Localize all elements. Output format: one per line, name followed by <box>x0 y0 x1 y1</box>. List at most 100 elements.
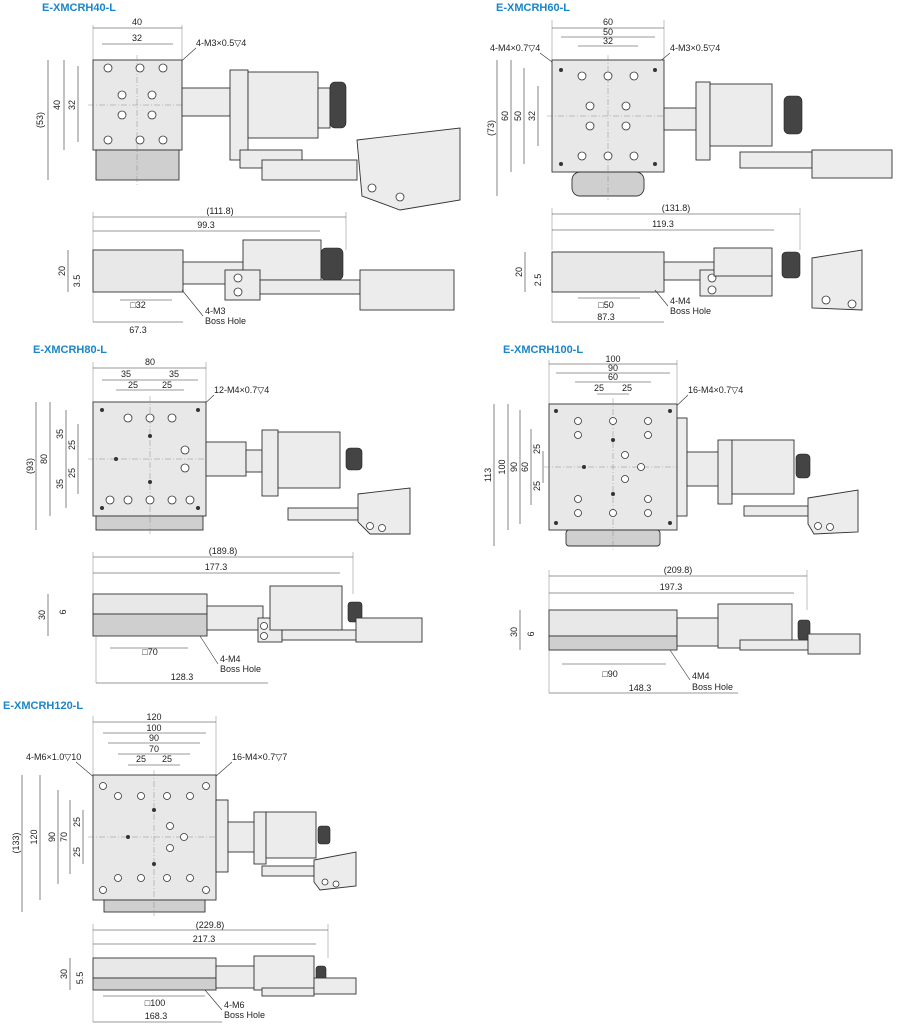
stage-base <box>95 515 204 531</box>
dim-pitch-90: 90 <box>47 832 57 842</box>
knob <box>329 81 347 129</box>
dim-body-height: 80 <box>39 454 49 464</box>
callout-holes-m4: 16-M4×0.7▽7 <box>232 752 287 762</box>
dim-top-pitch-outer: 50 <box>603 27 613 37</box>
dim-base-height: 3.5 <box>72 275 82 288</box>
boss-callout-label: Boss Hole <box>205 316 246 326</box>
side-table <box>92 249 184 293</box>
top-view-xmcrh60: 60 50 32 4-M4×0.7▽4 4-M3×0.5▽4 (73) 60 5… <box>486 17 893 200</box>
callout-holes: 16-M4×0.7▽4 <box>688 385 743 395</box>
title-xmcrh100: E-XMCRH100-L <box>503 344 583 356</box>
dim-pitch-25-left: 25 <box>594 383 604 393</box>
top-view-xmcrh120: 120 100 90 70 25 25 4-M6×1.0▽10 16-M4×0.… <box>11 712 357 916</box>
dim-overall-height: (73) <box>486 120 496 136</box>
dim-pitch-70: 70 <box>59 832 69 842</box>
dim-pitch-50: 50 <box>513 111 523 121</box>
callout-holes-m6: 4-M6×1.0▽10 <box>26 752 81 762</box>
callout-holes-m3: 4-M3×0.5▽4 <box>670 43 720 53</box>
dim-overall-length: (229.8) <box>196 920 225 930</box>
dim-base-height: 5.5 <box>75 972 85 985</box>
drawing-xmcrh100: E-XMCRH100-L 100 90 60 25 25 16-M4×0.7▽4… <box>483 344 861 694</box>
top-view-xmcrh80: 80 35 35 25 25 12-M4×0.7▽4 (93) 80 35 35… <box>25 357 411 535</box>
dim-pitch-70: 70 <box>149 744 159 754</box>
dim-pitch-25-bottom: 25 <box>532 481 542 491</box>
dim-bottom: 87.3 <box>597 312 615 322</box>
drawing-xmcrh120: E-XMCRH120-L 120 100 90 70 25 25 4-M6×1.… <box>3 700 357 1023</box>
callout-holes: 4-M3×0.5▽4 <box>196 38 246 48</box>
dim-overall-length: (131.8) <box>662 203 691 213</box>
dim-body-height: 120 <box>29 829 39 844</box>
dim-length: 197.3 <box>660 582 683 592</box>
dim-top-width: 100 <box>605 354 620 364</box>
boss-callout: 4M4 <box>692 671 710 681</box>
dim-top-width: 120 <box>146 712 161 722</box>
dim-length: 119.3 <box>652 219 674 229</box>
dim-length: 99.3 <box>197 220 215 230</box>
dim-pitch-25-top: 25 <box>532 444 542 454</box>
drawing-xmcrh80: E-XMCRH80-L 80 35 35 25 25 12-M4×0.7▽4 (… <box>25 344 423 684</box>
dim-top-pitch-inner: 32 <box>603 36 613 46</box>
dim-bottom: 168.3 <box>145 1011 168 1021</box>
side-connector <box>359 269 455 311</box>
side-view-xmcrh120: (229.8) 217.3 30 5.5 □100 4-M6 Boss Hole… <box>59 920 357 1023</box>
dim-pitch-25-top: 25 <box>67 440 77 450</box>
dim-base-height: 6 <box>58 609 68 614</box>
dim-pitch-35-left: 35 <box>121 369 131 379</box>
side-connector <box>807 633 861 655</box>
boss-callout-label: Boss Hole <box>220 664 261 674</box>
dim-pitch-35-top: 35 <box>55 429 65 439</box>
dim-base-height: 2.5 <box>533 274 543 287</box>
dim-square: □32 <box>130 300 145 310</box>
dim-pitch-25-bottom: 25 <box>67 468 77 478</box>
dim-square: □50 <box>598 300 613 310</box>
side-table <box>551 251 665 293</box>
boss-callout: 4-M3 <box>205 306 226 316</box>
dim-pitch-90: 90 <box>509 462 519 472</box>
stage-table <box>92 774 217 901</box>
side-base <box>548 635 678 651</box>
dim-pitch-25-right: 25 <box>622 383 632 393</box>
title-xmcrh60: E-XMCRH60-L <box>496 2 570 14</box>
boss-callout: 4-M6 <box>224 1000 245 1010</box>
dim-length: 177.3 <box>205 562 228 572</box>
dim-overall-length: (209.8) <box>664 565 693 575</box>
dim-hole-pitch: 32 <box>67 100 77 110</box>
dim-top-pitch: 32 <box>132 33 142 43</box>
stage-base <box>95 149 180 181</box>
dim-pitch-60: 60 <box>520 462 530 472</box>
dim-bottom: 67.3 <box>129 325 147 335</box>
boss-callout: 4-M4 <box>220 654 241 664</box>
top-view-xmcrh40: 40 32 4-M3×0.5▽4 (53) 40 32 <box>35 17 461 211</box>
boss-callout-label: Boss Hole <box>224 1010 265 1020</box>
dim-pitch-25-right: 25 <box>162 380 172 390</box>
side-view-xmcrh100: (209.8) 197.3 30 6 □90 4M4 Boss Hole 148… <box>509 565 861 694</box>
dim-overall-height: (93) <box>25 458 35 474</box>
title-xmcrh120: E-XMCRH120-L <box>3 700 83 712</box>
side-view-xmcrh60: (131.8) 119.3 20 2.5 □50 4-M4 Boss Hole … <box>514 203 863 323</box>
dim-pitch-25-right: 25 <box>162 754 172 764</box>
side-table <box>92 593 208 615</box>
dim-overall-height: (133) <box>11 832 21 853</box>
boss-callout: 4-M4 <box>670 296 691 306</box>
title-xmcrh40: E-XMCRH40-L <box>42 2 116 14</box>
dim-pitch-32: 32 <box>527 111 537 121</box>
dim-overall-length: (189.8) <box>209 546 238 556</box>
dim-pitch-100: 100 <box>146 723 161 733</box>
dim-pitch-60: 60 <box>608 372 618 382</box>
dim-side-height: 30 <box>37 610 47 620</box>
dim-length: 217.3 <box>193 934 216 944</box>
dim-square: □90 <box>602 669 617 679</box>
side-view-xmcrh40: (111.8) 99.3 20 3.5 □32 4-M3 Boss Hole 6… <box>57 206 455 335</box>
dim-top-width: 40 <box>132 17 142 27</box>
dim-square: □70 <box>142 647 157 657</box>
dim-pitch-90: 90 <box>149 733 159 743</box>
title-xmcrh80: E-XMCRH80-L <box>33 344 107 356</box>
dim-overall-height: 113 <box>483 468 493 482</box>
dim-base-height: 6 <box>526 631 536 636</box>
dim-pitch-35-bottom: 35 <box>55 479 65 489</box>
dim-pitch-25-bottom: 25 <box>72 847 82 857</box>
dim-body-height: 60 <box>500 111 510 121</box>
side-base <box>92 613 208 637</box>
dim-pitch-90: 90 <box>608 363 618 373</box>
dim-overall-length: (111.8) <box>206 206 233 216</box>
